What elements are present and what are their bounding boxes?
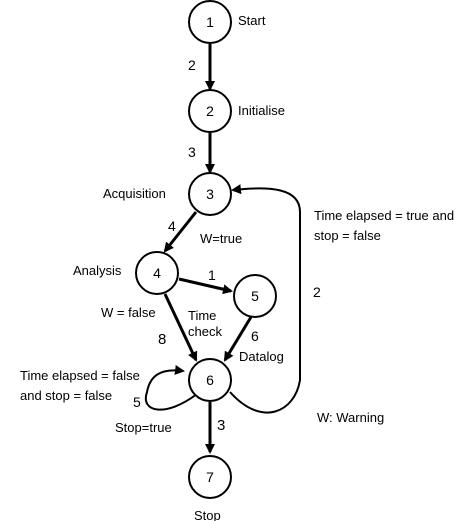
edge-3-4 — [163, 211, 198, 253]
cond-elapsed-true-line2: stop = false — [314, 228, 381, 243]
cond-elapsed-true-line1: Time elapsed = true and — [314, 208, 454, 223]
node-4-id: 4 — [153, 265, 161, 281]
node-4: 4 — [135, 251, 179, 295]
node-6-id: 6 — [206, 372, 214, 388]
cond-elapsed-false-line1: Time elapsed = false — [20, 368, 140, 383]
node-3: 3 — [188, 172, 232, 216]
weight-2-3: 3 — [188, 144, 196, 160]
label-datalog: Datalog — [239, 349, 284, 364]
cond-elapsed-true: Time elapsed = true and stop = false — [314, 208, 458, 243]
cond-elapsed-false: Time elapsed = false and stop = false — [20, 368, 143, 403]
weight-5-6: 6 — [251, 328, 259, 344]
edge-4-6 — [163, 293, 198, 362]
cond-w-true: W=true — [200, 231, 242, 246]
weight-6-7: 3 — [217, 417, 225, 434]
edge-4-5 — [178, 277, 233, 295]
legend-warning: W: Warning — [317, 410, 384, 425]
label-acquisition: Acquisition — [103, 186, 166, 201]
node-3-id: 3 — [206, 186, 214, 202]
cond-w-false: W = false — [101, 305, 156, 320]
edge-6-3-loop — [229, 184, 301, 414]
node-1: 1 — [188, 0, 232, 44]
node-7: 7 — [188, 455, 232, 499]
cond-time-check-line1: Time — [188, 308, 216, 323]
label-initialise: Initialise — [238, 103, 285, 118]
weight-1-2: 2 — [188, 57, 196, 73]
weight-4-5: 1 — [208, 267, 216, 283]
weight-6-3: 2 — [313, 284, 321, 300]
node-7-id: 7 — [206, 469, 214, 485]
cond-elapsed-false-line2: and stop = false — [20, 388, 112, 403]
edge-6-6-loop — [144, 365, 198, 411]
node-1-id: 1 — [206, 14, 214, 30]
node-5-id: 5 — [251, 288, 259, 304]
cond-stop-true: Stop=true — [115, 420, 172, 435]
label-stop: Stop — [194, 508, 221, 521]
node-5: 5 — [233, 274, 277, 318]
cond-time-check-line2: check — [188, 324, 222, 339]
node-2-id: 2 — [206, 103, 214, 119]
cond-time-check: Time check — [188, 308, 222, 339]
node-6: 6 — [188, 358, 232, 402]
weight-4-6: 8 — [158, 331, 166, 348]
weight-6-6: 5 — [133, 394, 141, 410]
weight-3-4: 4 — [168, 218, 176, 234]
node-2: 2 — [188, 89, 232, 133]
label-analysis: Analysis — [73, 263, 122, 278]
label-start: Start — [238, 13, 266, 28]
edge-5-6 — [223, 316, 253, 362]
